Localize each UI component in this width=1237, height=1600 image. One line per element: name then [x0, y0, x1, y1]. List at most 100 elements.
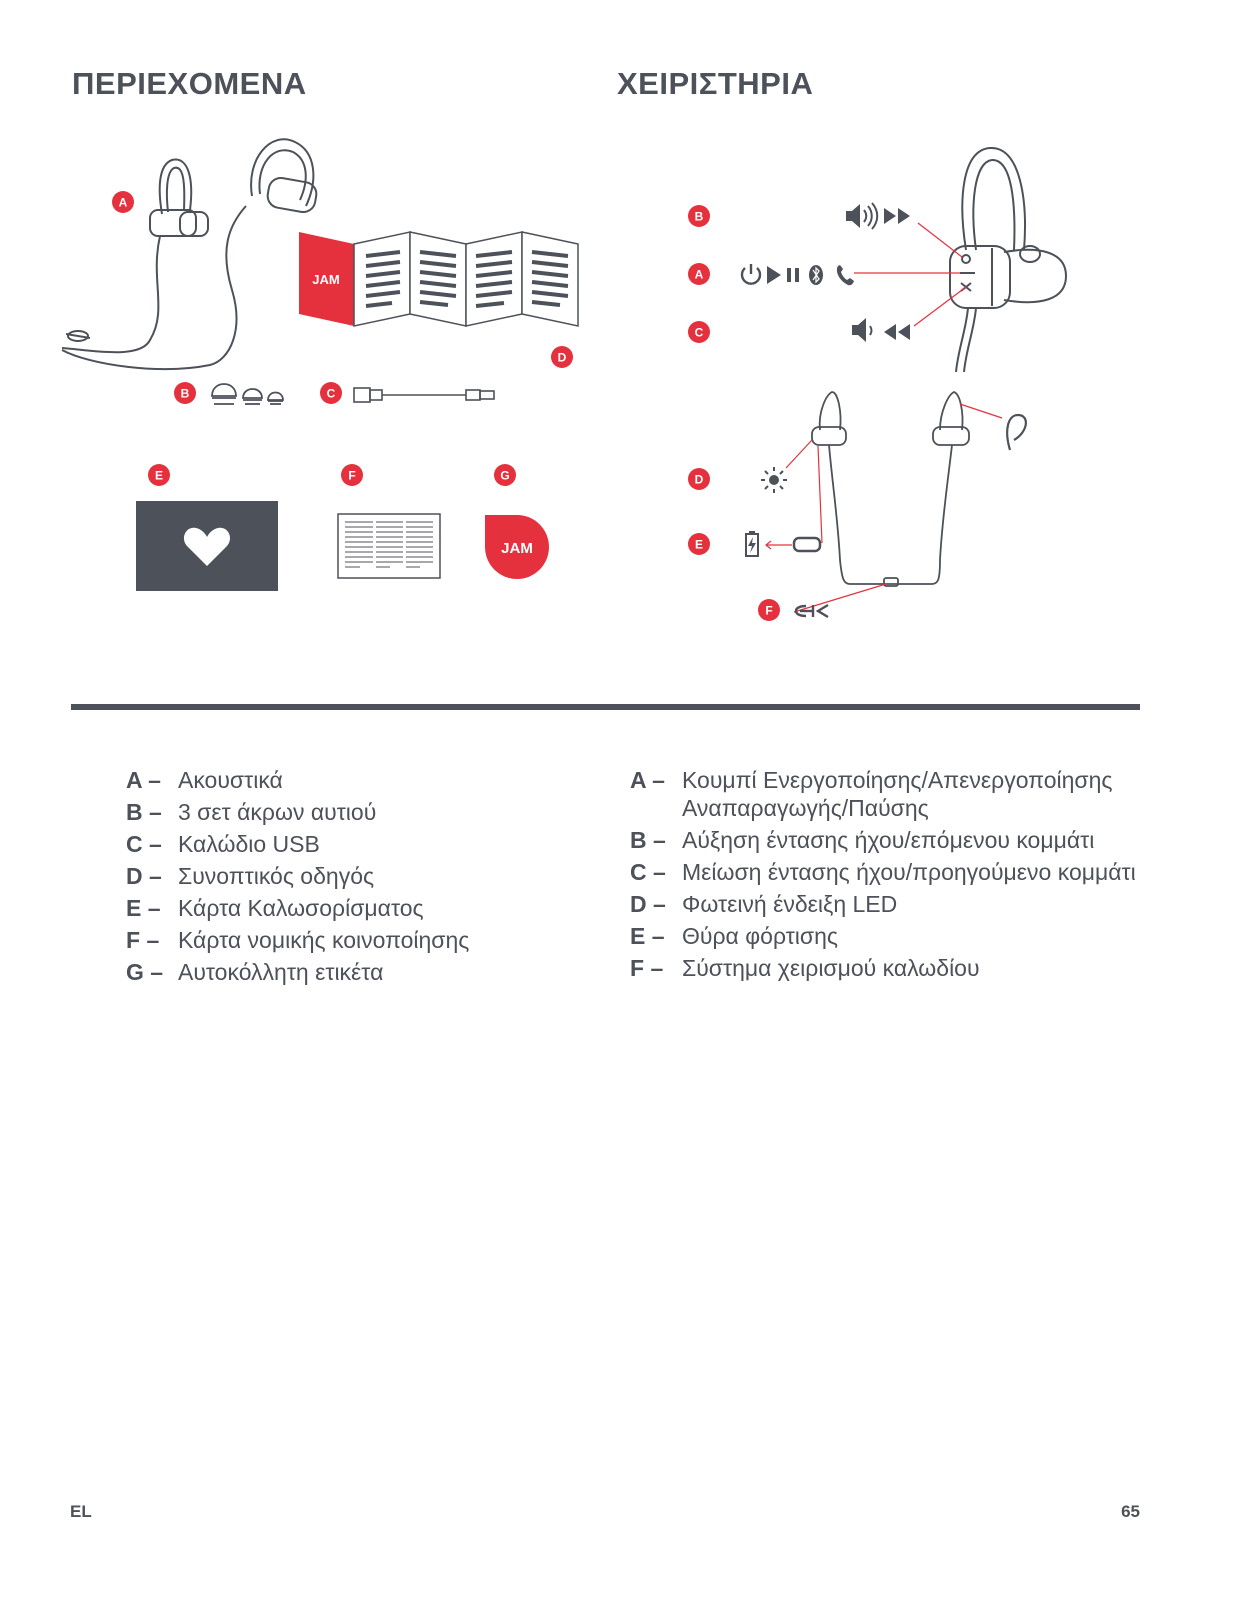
- item-text: Καλώδιο USB: [178, 831, 320, 857]
- item-letter: D –: [630, 891, 666, 917]
- badge-controls-c: C: [688, 321, 710, 343]
- item-letter: B –: [126, 799, 162, 825]
- badge-contents-d: D: [551, 346, 573, 368]
- play-icon: [767, 266, 781, 284]
- badge-contents-a: A: [112, 191, 134, 213]
- badge-controls-e: E: [688, 533, 710, 555]
- page-number: 65: [1121, 1502, 1140, 1521]
- item-letter: C –: [126, 831, 162, 857]
- lower-leader-lines: [785, 403, 1003, 613]
- item-text: Ακουστικά: [178, 767, 283, 793]
- svg-text:C: C: [695, 326, 704, 340]
- item-letter: G –: [126, 959, 164, 985]
- earphones-illustration: [61, 138, 318, 370]
- item-letter: D –: [126, 863, 162, 889]
- item-text: Κουμπί Ενεργοποίησης/Απενεργοποίησης Ανα…: [682, 767, 1113, 821]
- earphone-closeup-illustration: [949, 146, 1068, 373]
- svg-text:F: F: [765, 604, 772, 618]
- svg-text:A: A: [119, 196, 128, 210]
- item-text: Κάρτα νομικής κοινοποίησης: [178, 927, 470, 953]
- list-item: G – Αυτοκόλλητη ετικέτα: [126, 958, 546, 986]
- item-text: Φωτεινή ένδειξη LED: [682, 891, 898, 917]
- list-item: E – Θύρα φόρτισης: [630, 922, 1150, 950]
- earbuds-with-cable-illustration: [811, 391, 1027, 587]
- list-item: B – 3 σετ άκρων αυτιού: [126, 798, 546, 826]
- item-letter: A –: [630, 767, 665, 793]
- battery-charging-icon: [745, 531, 759, 557]
- volume-up-icon: [846, 202, 879, 230]
- phone-icon: [836, 265, 854, 286]
- svg-text:B: B: [181, 387, 190, 401]
- item-text: Αυτοκόλλητη ετικέτα: [178, 959, 384, 985]
- svg-text:C: C: [327, 387, 336, 401]
- svg-text:D: D: [695, 473, 704, 487]
- item-text: Θύρα φόρτισης: [682, 923, 838, 949]
- item-letter: F –: [126, 927, 160, 953]
- item-letter: F –: [630, 955, 664, 981]
- list-item: C – Καλώδιο USB: [126, 830, 546, 858]
- badge-contents-e: E: [148, 464, 170, 486]
- ear-tips-illustration: [211, 383, 284, 405]
- section-divider: [71, 704, 1140, 710]
- item-text: Συνοπτικός οδηγός: [178, 863, 375, 889]
- heart-icon: [183, 527, 231, 566]
- controls-list: A – Κουμπί Ενεργοποίησης/Απενεργοποίησης …: [630, 766, 1150, 986]
- list-item: C – Μείωση έντασης ήχου/προηγούμενο κομμά…: [630, 858, 1150, 886]
- item-letter: A –: [126, 767, 161, 793]
- badge-controls-a: A: [688, 263, 710, 285]
- usb-cable-illustration: [353, 387, 495, 403]
- sticker-logo: JAM: [501, 540, 533, 557]
- badge-contents-b: B: [174, 382, 196, 404]
- previous-icon: [884, 324, 910, 340]
- list-item: E – Κάρτα Καλωσορίσματος: [126, 894, 546, 922]
- control-leader-lines: [854, 222, 967, 327]
- led-icon: [761, 467, 787, 493]
- svg-text:D: D: [558, 351, 567, 365]
- item-text: 3 σετ άκρων αυτιού: [178, 799, 377, 825]
- footer-language: EL: [70, 1502, 92, 1521]
- badge-contents-f: F: [341, 464, 363, 486]
- cable-clip-icon: [794, 603, 829, 619]
- svg-text:A: A: [695, 268, 704, 282]
- item-letter: C –: [630, 859, 666, 885]
- usb-port-icon: [792, 536, 822, 553]
- item-letter: E –: [630, 923, 665, 949]
- quick-guide-illustration: JAM: [299, 231, 579, 327]
- svg-text:B: B: [695, 210, 704, 224]
- item-text: Αύξηση έντασης ήχου/επόμενου κομμάτι: [682, 827, 1095, 853]
- list-item: A – Κουμπί Ενεργοποίησης/Απενεργοποίησης …: [630, 766, 1150, 822]
- contents-list: A – Ακουστικά B – 3 σετ άκρων αυτιού C – Κα…: [126, 766, 546, 990]
- svg-text:E: E: [695, 538, 703, 552]
- illustrations: JAM: [61, 138, 1068, 621]
- list-item: F – Σύστημα χειρισμού καλωδίου: [630, 954, 1150, 982]
- list-item: F – Κάρτα νομικής κοινοποίησης: [126, 926, 546, 954]
- list-item: B – Αύξηση έντασης ήχου/επόμενου κομμάτι: [630, 826, 1150, 854]
- badge-controls-d: D: [688, 468, 710, 490]
- item-text: Μείωση έντασης ήχου/προηγούμενο κομμάτι: [682, 859, 1136, 885]
- item-text: Κάρτα Καλωσορίσματος: [178, 895, 424, 921]
- item-text: Σύστημα χειρισμού καλωδίου: [682, 955, 980, 981]
- badge-contents-g: G: [494, 464, 516, 486]
- badge-controls-f: F: [758, 599, 780, 621]
- svg-text:E: E: [155, 469, 163, 483]
- bluetooth-icon: [809, 265, 823, 285]
- svg-text:G: G: [500, 469, 509, 483]
- list-item: D – Φωτεινή ένδειξη LED: [630, 890, 1150, 918]
- welcome-card-illustration: [136, 501, 278, 591]
- badge-controls-b: B: [688, 205, 710, 227]
- legal-card-illustration: [337, 513, 441, 579]
- quick-guide-logo: JAM: [312, 272, 339, 287]
- list-item: A – Ακουστικά: [126, 766, 546, 794]
- sticker-illustration: JAM: [485, 515, 549, 579]
- svg-text:F: F: [348, 469, 355, 483]
- charging-arrow: [765, 540, 792, 550]
- item-letter: B –: [630, 827, 666, 853]
- badge-contents-c: C: [320, 382, 342, 404]
- contents-heading: ΠΕΡΙΕΧΟΜΕΝΑ: [72, 66, 307, 101]
- pause-icon: [787, 268, 799, 282]
- list-item: D – Συνοπτικός οδηγός: [126, 862, 546, 890]
- controls-heading: ΧΕΙΡΙΣΤΗΡΙΑ: [617, 66, 814, 101]
- power-icon: [740, 264, 762, 285]
- next-icon: [884, 208, 910, 224]
- item-letter: E –: [126, 895, 161, 921]
